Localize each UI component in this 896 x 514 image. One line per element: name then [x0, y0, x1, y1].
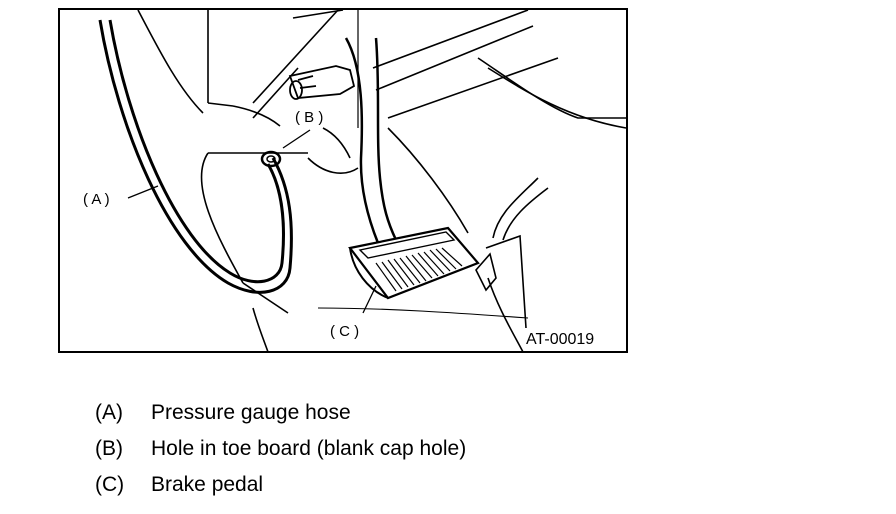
legend: (A) Pressure gauge hose (B) Hole in toe … — [95, 395, 466, 503]
callout-b: ( B ) — [295, 109, 323, 126]
legend-text: Pressure gauge hose — [151, 401, 351, 424]
diagram-illustration: ( A ) ( B ) ( C ) AT-00019 — [58, 8, 628, 353]
legend-item-a: (A) Pressure gauge hose — [95, 395, 466, 431]
leader-line-b — [282, 129, 311, 149]
callout-a: ( A ) — [83, 191, 110, 208]
leader-lines — [127, 129, 377, 314]
brake-pedal — [344, 37, 480, 300]
legend-text: Brake pedal — [151, 473, 264, 496]
leader-line-c — [362, 285, 377, 314]
figure-code: AT-00019 — [526, 331, 594, 348]
legend-key: (C) — [95, 473, 125, 496]
leader-line-a — [127, 185, 159, 199]
pressure-gauge-hose — [98, 19, 293, 294]
legend-text: Hole in toe board (blank cap hole) — [151, 437, 467, 460]
legend-item-b: (B) Hole in toe board (blank cap hole) — [95, 431, 466, 467]
callout-c: ( C ) — [330, 323, 359, 340]
legend-key: (B) — [95, 437, 123, 460]
diagram-figure: ( A ) ( B ) ( C ) AT-00019 — [58, 8, 628, 353]
legend-item-c: (C) Brake pedal — [95, 467, 466, 503]
background-structure — [137, 9, 627, 353]
hose-fitting — [288, 65, 356, 100]
figure-frame — [58, 8, 628, 353]
legend-key: (A) — [95, 401, 123, 424]
pedal-bracket — [475, 177, 549, 329]
